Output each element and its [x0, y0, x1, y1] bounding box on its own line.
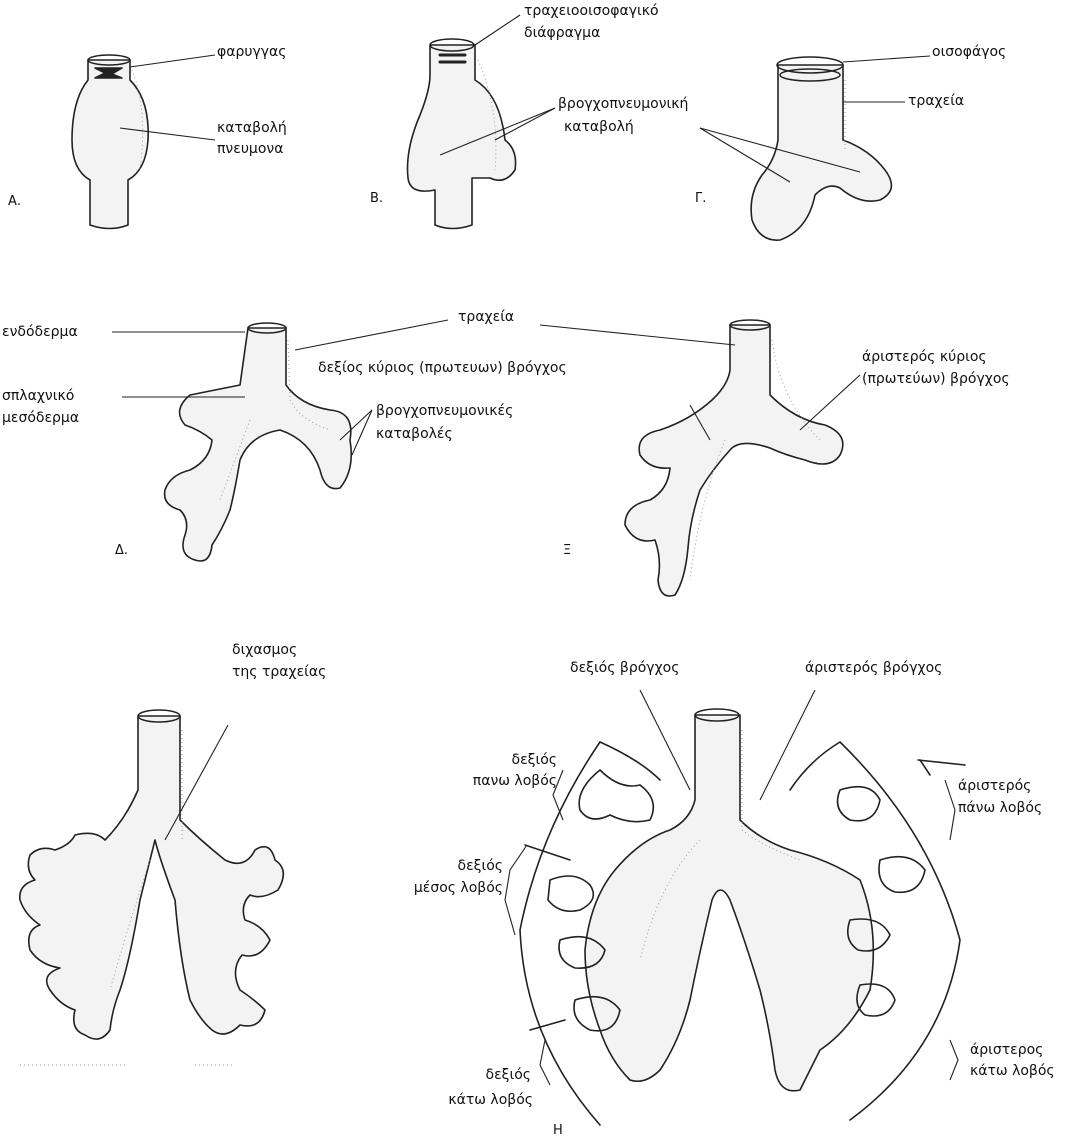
- panel-label-h: Η: [553, 1122, 563, 1139]
- label-bronchopulm-buds-2: καταβολές: [376, 426, 453, 443]
- panel-e-figure: [540, 320, 860, 596]
- label-endoderm: ενδόδερμα: [2, 324, 78, 341]
- label-left-upper-1: άριστερός: [958, 778, 1031, 795]
- label-splanchnic-1: σπλαχνικό: [2, 388, 74, 405]
- label-trachea-c: τραχεία: [908, 93, 964, 110]
- label-splanchnic-2: μεσόδερμα: [2, 410, 79, 427]
- label-bifurcation-2: της τραχείας: [232, 664, 326, 681]
- label-left-bronchus: άριστερός βρόγχος: [805, 660, 942, 677]
- panel-h-figure: [520, 690, 965, 1125]
- panel-label-c: Γ.: [695, 190, 706, 207]
- panel-label-d: Δ.: [115, 542, 128, 559]
- label-pharynx: φαρυγγας: [217, 44, 286, 61]
- panel-a-figure: [72, 55, 215, 229]
- panel-c-figure: [700, 56, 930, 240]
- label-right-lower-1: δεξιός: [455, 1067, 531, 1084]
- label-bronchopulm-buds-1: βρογχοπνευμονικές: [376, 403, 513, 420]
- label-right-upper-2: πανω λοβός: [397, 773, 557, 790]
- label-right-main-bronchus: δεξίος κύριος (πρωτευων) βρόγχος: [318, 360, 567, 377]
- label-left-lower-1: άριστερος: [970, 1042, 1043, 1059]
- label-right-middle-1: δεξιός: [427, 858, 503, 875]
- label-lung-bud-1: καταβολή: [217, 120, 287, 137]
- label-bronchopulm-bud-1: βρογχοπνευμονική: [558, 96, 688, 113]
- label-trachea-de: τραχεία: [458, 309, 514, 326]
- label-right-upper-1: δεξιός: [481, 752, 557, 769]
- label-left-lower-2: κάτω λοβός: [970, 1063, 1055, 1080]
- label-left-main-bronchus-1: άριστερός κύριος: [862, 349, 987, 366]
- label-esophagus: οισοφάγος: [932, 44, 1006, 61]
- panel-label-e: Ξ: [563, 542, 571, 559]
- label-bronchopulm-bud-2: καταβολή: [564, 119, 634, 136]
- label-left-main-bronchus-2: (πρωτεύων) βρόγχος: [862, 371, 1010, 388]
- label-septum-1: τραχειοοισοφαγικό: [524, 3, 659, 20]
- panel-label-b: Β.: [370, 190, 383, 207]
- panel-f-figure: [20, 710, 284, 1065]
- label-left-upper-2: πάνω λοβός: [958, 800, 1042, 817]
- label-right-bronchus: δεξιός βρόγχος: [570, 660, 679, 677]
- label-lung-bud-2: πνευμονα: [217, 141, 283, 158]
- panel-b-figure: [408, 15, 556, 229]
- panel-label-a: Α.: [8, 193, 21, 210]
- label-septum-2: διάφραγμα: [524, 25, 600, 42]
- label-bifurcation-1: διχασμος: [232, 642, 297, 659]
- label-right-middle-2: μέσος λοβός: [343, 880, 503, 897]
- label-right-lower-2: κάτω λοβός: [373, 1092, 533, 1109]
